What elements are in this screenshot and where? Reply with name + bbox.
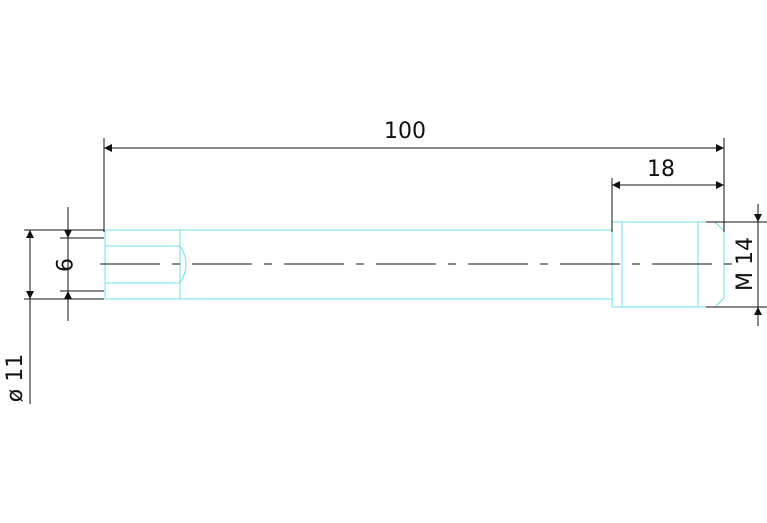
dimension-overall-length: 100 (103, 119, 725, 232)
dimension-bore: 9 (50, 207, 104, 321)
thread-label: M 14 (733, 237, 758, 291)
overall-length-label: 100 (384, 119, 426, 144)
bore-label: 9 (50, 258, 75, 272)
dimension-thread-length: 18 (611, 157, 724, 232)
dimension-shaft-diameter: ø 11 (3, 229, 104, 404)
part-outline (104, 221, 725, 308)
dimension-thread: M 14 (706, 204, 767, 326)
shaft-diameter-label: ø 11 (3, 354, 28, 402)
thread-length-label: 18 (647, 157, 675, 182)
